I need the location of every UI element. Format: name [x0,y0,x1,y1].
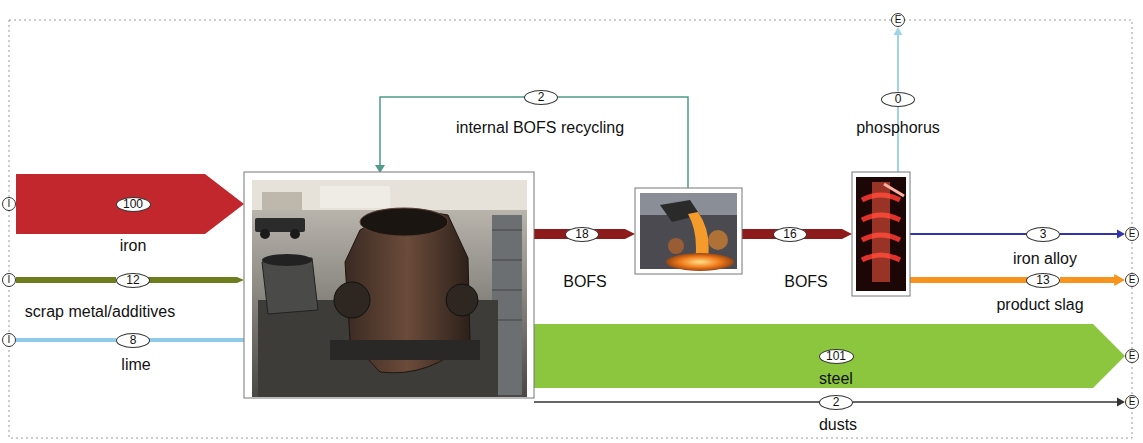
flow-number: 3 [1040,228,1047,240]
marker-letter: I [8,199,11,209]
dusts-line [534,401,836,403]
steel-band [534,324,1125,388]
flow-number: 18 [575,228,588,240]
flow-value: 100 [116,197,151,212]
process-frame [635,188,742,274]
flow-number: 12 [126,274,139,286]
flow-label: product slag [996,295,1083,314]
flow-connector [897,33,899,91]
flow-label: BOFS [784,272,828,291]
flow-label: scrap metal/additives [25,302,175,321]
flow-number: 13 [1036,274,1049,286]
slag-pour-photo [640,193,737,271]
induction-photo [856,177,906,291]
marker-letter: E [1129,351,1136,361]
flow-value: 3 [1026,227,1060,242]
arrow-head [1117,230,1125,239]
boundary-marker: I [2,273,16,287]
arrow-head [894,27,903,35]
flow-number: 8 [130,334,137,346]
flow-number: 2 [538,91,545,103]
marker-letter: E [1129,275,1136,285]
flow-value: 13 [1026,273,1060,288]
flow-label: dusts [819,415,857,434]
flow-label: iron alloy [1013,249,1077,268]
flow-value: 16 [773,227,807,242]
marker-letter: E [1129,397,1136,407]
flow-connector [1060,277,1116,283]
boundary-marker: E [1125,395,1139,409]
boundary-marker: E [1125,273,1139,287]
flow-connector [1060,233,1119,235]
flow-label: internal BOFS recycling [456,118,624,137]
flow-value: 0 [881,92,915,107]
flow-connector [16,338,116,342]
boundary-marker: I [2,197,16,211]
flow-value: 18 [565,227,599,242]
flow-number: 16 [783,228,796,240]
flow-value: 2 [819,395,853,410]
boundary-marker: E [1125,349,1139,363]
system-boundary [9,20,1132,438]
flow-label: phosphorus [856,118,940,137]
flow-connector [853,401,1119,403]
iron-band [16,174,244,234]
flow-label: BOFS [563,272,607,291]
marker-letter: E [1129,229,1136,239]
flow-label: iron [120,236,147,255]
flow-connector [16,277,116,283]
marker-letter: I [8,275,11,285]
marker-letter: E [895,15,902,25]
process-frame [244,172,534,398]
flow-number: 2 [833,396,840,408]
flow-label: lime [121,355,150,374]
slag-band [910,277,1043,283]
flow-number: 0 [895,93,902,105]
iron-alloy-line [910,233,1043,235]
flow-number: 100 [123,198,143,210]
marker-letter: I [8,335,11,345]
flow-label: steel [819,369,853,388]
flow-value: 8 [116,333,150,348]
flow-value: 2 [524,90,558,105]
flow-value: 101 [819,349,854,364]
converter-photo [252,180,527,397]
flow-value: 12 [116,273,150,288]
boundary-marker: E [891,13,905,27]
process-frame [852,172,910,296]
boundary-marker: I [2,333,16,347]
bofs-band [534,229,635,239]
flow-number: 101 [826,350,846,362]
arrow-head [1117,398,1125,407]
boundary-marker: E [1125,227,1139,241]
arrow-head [1114,274,1125,286]
